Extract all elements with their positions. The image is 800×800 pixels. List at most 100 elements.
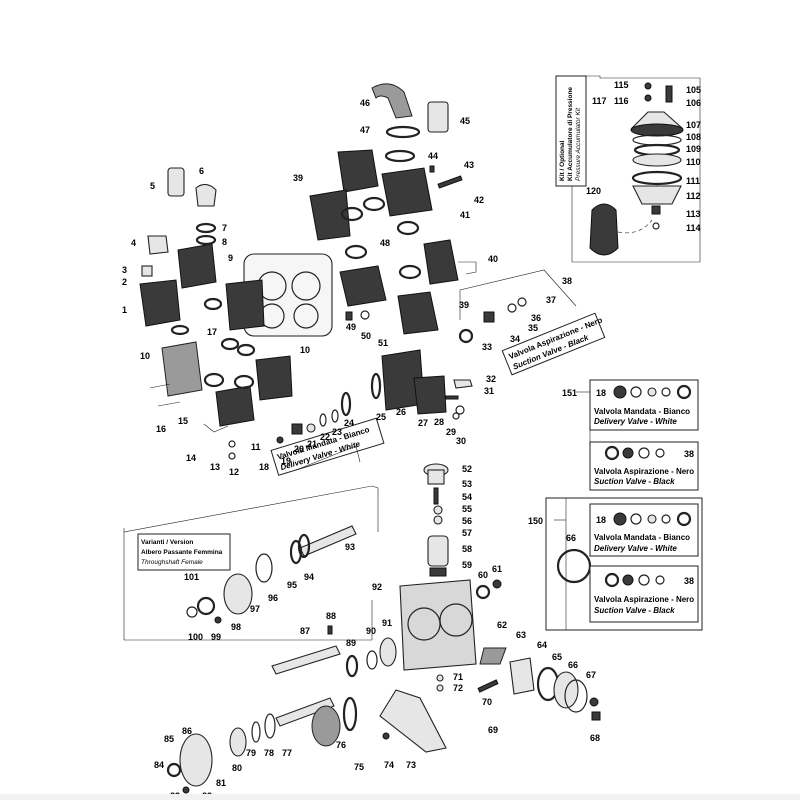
callout-66-kit150: 66 xyxy=(566,533,576,543)
delivery-valve-title-150: Valvola Mandata - Bianco xyxy=(594,533,690,542)
callout-5: 5 xyxy=(150,181,155,191)
callout-22: 22 xyxy=(320,432,330,442)
pump-head-body xyxy=(243,253,333,337)
callout-16: 16 xyxy=(156,424,166,434)
callout-72: 72 xyxy=(453,683,463,693)
callout-87: 87 xyxy=(300,626,310,636)
callout-91: 91 xyxy=(382,618,392,628)
callout-63: 63 xyxy=(516,630,526,640)
callout-20: 20 xyxy=(294,444,304,454)
callout-47: 47 xyxy=(360,125,370,135)
callout-21: 21 xyxy=(307,439,317,449)
callout-70: 70 xyxy=(482,697,492,707)
callout-89: 89 xyxy=(346,638,356,648)
kit-title-line2: Kit Accumulatore di Pressione xyxy=(567,87,574,181)
callout-101: 101 xyxy=(184,572,199,582)
callout-106: 106 xyxy=(686,98,701,108)
callout-32: 32 xyxy=(486,374,496,384)
callout-99: 99 xyxy=(211,632,221,642)
delivery-valve-label-box: Valvola Mandata - Bianco Delivery Valve … xyxy=(270,417,385,476)
valve-kit-150: Valvola Mandata - Bianco Delivery Valve … xyxy=(545,497,703,631)
callout-45: 45 xyxy=(460,116,470,126)
callout-108: 108 xyxy=(686,132,701,142)
callout-62: 62 xyxy=(497,620,507,630)
callout-111: 111 xyxy=(686,176,700,186)
callout-112: 112 xyxy=(686,191,701,201)
bottom-strip xyxy=(0,794,800,800)
callout-12: 12 xyxy=(229,467,239,477)
suction-valve-title-150: Valvola Aspirazione - Nero xyxy=(594,595,694,604)
suction-valve-subtitle-150: Suction Valve - Black xyxy=(594,606,675,615)
callout-116: 116 xyxy=(614,96,629,106)
callout-75: 75 xyxy=(354,762,364,772)
callout-40: 40 xyxy=(488,254,498,264)
callout-88: 88 xyxy=(326,611,336,621)
callout-49: 49 xyxy=(346,322,356,332)
valve-row xyxy=(276,297,527,444)
callout-74: 74 xyxy=(384,760,394,770)
callout-33: 33 xyxy=(482,342,492,352)
callout-109: 109 xyxy=(686,144,701,154)
callout-76: 76 xyxy=(336,740,346,750)
callout-13: 13 xyxy=(210,462,220,472)
callout-56: 56 xyxy=(462,516,472,526)
callout-90: 90 xyxy=(366,626,376,636)
callout-9: 9 xyxy=(228,253,233,263)
callout-117: 117 xyxy=(592,96,607,106)
callout-97: 97 xyxy=(250,604,260,614)
callout-28: 28 xyxy=(434,417,444,427)
callout-50: 50 xyxy=(361,331,371,341)
manifold-assembly xyxy=(309,83,477,335)
valve-kit-151: Valvola Mandata - Bianco Delivery Valve … xyxy=(576,379,699,491)
callout-38: 38 xyxy=(562,276,572,286)
suction-valve-subtitle-151: Suction Valve - Black xyxy=(594,477,675,486)
callout-11: 11 xyxy=(251,442,261,452)
callout-78: 78 xyxy=(264,748,274,758)
version-line3: Throughshaft Female xyxy=(141,559,203,566)
callout-151: 151 xyxy=(562,388,577,398)
callout-52: 52 xyxy=(462,464,472,474)
callout-31: 31 xyxy=(484,386,494,396)
callout-19: 19 xyxy=(281,456,291,466)
callout-59: 59 xyxy=(462,560,472,570)
callout-94: 94 xyxy=(304,572,314,582)
callout-26: 26 xyxy=(396,407,406,417)
callout-150: 150 xyxy=(528,516,543,526)
callout-25: 25 xyxy=(376,412,386,422)
callout-53: 53 xyxy=(462,479,472,489)
callout-37: 37 xyxy=(546,295,556,305)
callout-38-kit150: 38 xyxy=(684,576,694,586)
callout-18-kit150: 18 xyxy=(596,515,606,525)
callout-77: 77 xyxy=(282,748,292,758)
callout-96: 96 xyxy=(268,593,278,603)
callout-64: 64 xyxy=(537,640,547,650)
callout-67: 67 xyxy=(586,670,596,680)
kit-title-line3: Pressure Accumulator Kit xyxy=(575,107,582,181)
callout-100: 100 xyxy=(188,632,203,642)
callout-18: 18 xyxy=(259,462,269,472)
callout-114: 114 xyxy=(686,223,701,233)
callout-120: 120 xyxy=(586,186,601,196)
callout-58: 58 xyxy=(462,544,472,554)
callout-81: 81 xyxy=(216,778,226,788)
kit-title-line1: Kit / Optional xyxy=(559,140,566,181)
callout-38-kit151: 38 xyxy=(684,449,694,459)
callout-110: 110 xyxy=(686,157,701,167)
callout-48: 48 xyxy=(380,238,390,248)
callout-10-left: 10 xyxy=(140,351,150,361)
delivery-valve-subtitle-151: Delivery Valve - White xyxy=(594,417,677,426)
callout-66: 66 xyxy=(568,660,578,670)
callout-36: 36 xyxy=(531,313,541,323)
suction-valve-title-151: Valvola Aspirazione - Nero xyxy=(594,467,694,476)
version-line1: Varianti / Version xyxy=(141,539,193,546)
callout-85: 85 xyxy=(164,734,174,744)
callout-6: 6 xyxy=(199,166,204,176)
throughshaft-version-box: Varianti / Version Albero Passante Femmi… xyxy=(123,485,379,641)
callout-73: 73 xyxy=(406,760,416,770)
callout-35: 35 xyxy=(528,323,538,333)
callout-27: 27 xyxy=(418,418,428,428)
callout-55: 55 xyxy=(462,504,472,514)
callout-44: 44 xyxy=(428,151,438,161)
